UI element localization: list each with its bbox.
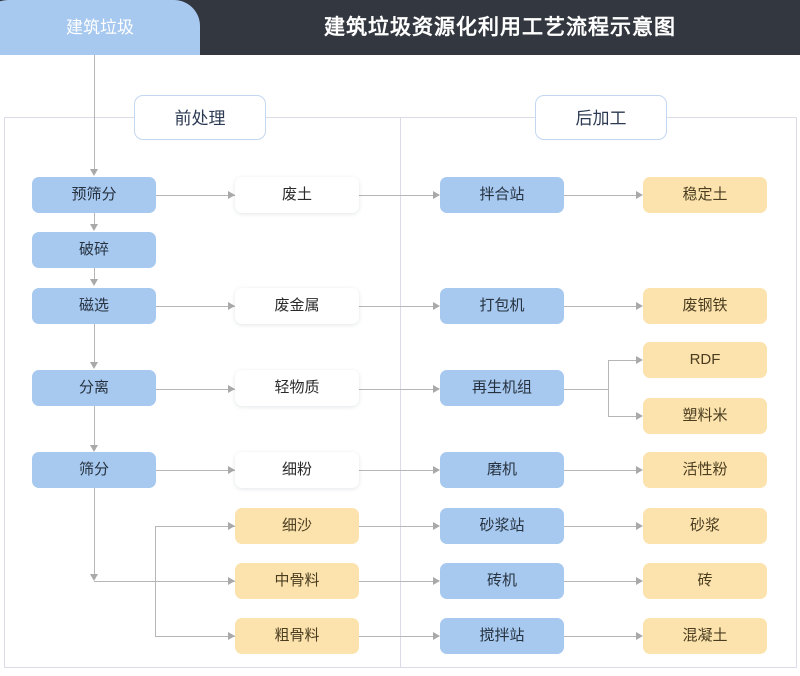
node-mortar[interactable]: 砂浆 [643,508,767,544]
arrowhead-mill-to-activepowder [636,466,643,474]
arrowhead-to-midagg [228,577,235,585]
edge-crush-to-magnetic [94,268,95,279]
node-fine-powder[interactable]: 细粉 [235,452,359,488]
edge-wastemetal-to-baler [359,306,435,307]
node-fine-sand[interactable]: 细沙 [235,508,359,544]
edge-lightmatter-to-regenunit [359,389,435,390]
edge-coarseagg-to-batchplant [359,636,435,637]
arrowhead-separate-to-lightmatter [228,385,235,393]
arrowhead-midagg-to-brickmachine [433,577,440,585]
source-tab: 建筑垃圾 [0,0,200,55]
node-waste-soil[interactable]: 废土 [235,177,359,213]
arrowhead-finepowder-to-mill [433,466,440,474]
section-label-pretreatment: 前处理 [134,95,266,140]
arrowhead-wastemetal-to-baler [433,302,440,310]
edge-regenunit-branch-vertical [608,360,609,417]
edge-aggregate-trunk-vertical [155,526,156,636]
edge-finesand-to-mortarplant [359,526,435,527]
edge-aggregate-trunk-horizontal [94,581,235,582]
node-light-matter[interactable]: 轻物质 [235,370,359,406]
arrowhead-magnetic-to-wastemetal [228,302,235,310]
arrowhead-prescreen-to-wastesoil [228,191,235,199]
node-batching-plant[interactable]: 搅拌站 [440,618,564,654]
edge-mixstation-to-stablesoil [564,195,639,196]
edge-baler-to-scrapsteel [564,306,639,307]
node-brick-machine[interactable]: 砖机 [440,563,564,599]
node-scrap-steel[interactable]: 废钢铁 [643,288,767,324]
arrowhead-to-finesand [228,522,235,530]
frame-right-edge [796,117,797,668]
node-mill[interactable]: 磨机 [440,452,564,488]
edge-trunk-to-coarseagg [155,636,235,637]
edge-midagg-to-brickmachine [359,581,435,582]
edge-screen-to-finepowder [156,470,235,471]
edge-magnetic-to-separate [94,323,95,362]
edge-source-to-prescreen [94,55,95,169]
node-mid-aggregate[interactable]: 中骨料 [235,563,359,599]
arrowhead-finesand-to-mortarplant [433,522,440,530]
edge-prescreen-to-crush [94,213,95,224]
arrowhead-batchplant-to-concrete [636,632,643,640]
node-stabilized-soil[interactable]: 稳定土 [643,177,767,213]
edge-wastesoil-to-mixstation [359,195,435,196]
node-plastic-pellet[interactable]: 塑料米 [643,398,767,434]
node-regeneration-unit[interactable]: 再生机组 [440,370,564,406]
edge-regenunit-to-rdf [608,360,639,361]
node-screening[interactable]: 筛分 [32,452,156,488]
edge-batchplant-to-concrete [564,636,639,637]
edge-separate-to-lightmatter [156,389,235,390]
edge-prescreen-to-wastesoil [156,195,235,196]
edge-regenunit-stem [564,389,609,390]
arrowhead-brickmachine-to-brick [636,577,643,585]
node-separation[interactable]: 分离 [32,370,156,406]
section-label-postprocess: 后加工 [535,95,667,140]
node-concrete[interactable]: 混凝土 [643,618,767,654]
node-pre-screen[interactable]: 预筛分 [32,177,156,213]
frame-left-edge [4,117,5,668]
frame-bottom-edge [4,667,797,668]
edge-finepowder-to-mill [359,470,435,471]
node-waste-metal[interactable]: 废金属 [235,288,359,324]
arrowhead-separate-to-screen [90,445,98,452]
edge-mill-to-activepowder [564,470,639,471]
node-magnetic-separation[interactable]: 磁选 [32,288,156,324]
edge-screen-down [94,488,95,574]
arrowhead-magnetic-to-separate [90,362,98,369]
arrowhead-mixstation-to-stablesoil [636,191,643,199]
arrowhead-screen-down [90,574,98,581]
edge-separate-to-screen [94,406,95,445]
section-divider-vertical [400,117,401,668]
arrowhead-lightmatter-to-regenunit [433,385,440,393]
edge-magnetic-to-wastemetal [156,306,235,307]
arrowhead-screen-to-finepowder [228,466,235,474]
source-tab-label: 建筑垃圾 [66,18,134,37]
edge-trunk-to-finesand [155,526,235,527]
arrowhead-baler-to-scrapsteel [636,302,643,310]
node-rdf[interactable]: RDF [643,342,767,378]
arrowhead-crush-to-magnetic [90,279,98,286]
arrowhead-regenunit-to-plasticpellet [636,412,643,420]
node-coarse-aggregate[interactable]: 粗骨料 [235,618,359,654]
node-brick[interactable]: 砖 [643,563,767,599]
node-mixing-station[interactable]: 拌合站 [440,177,564,213]
arrowhead-prescreen-to-crush [90,224,98,231]
node-baler[interactable]: 打包机 [440,288,564,324]
arrowhead-mortarplant-to-mortar [636,522,643,530]
edge-regenunit-to-plasticpellet [608,416,639,417]
arrowhead-wastesoil-to-mixstation [433,191,440,199]
page-title: 建筑垃圾资源化利用工艺流程示意图 [324,16,676,39]
arrowhead-source-to-prescreen [90,169,98,176]
edge-mortarplant-to-mortar [564,526,639,527]
node-active-powder[interactable]: 活性粉 [643,452,767,488]
arrowhead-coarseagg-to-batchplant [433,632,440,640]
node-mortar-plant[interactable]: 砂浆站 [440,508,564,544]
arrowhead-regenunit-to-rdf [636,356,643,364]
arrowhead-to-coarseagg [228,632,235,640]
node-crush[interactable]: 破碎 [32,232,156,268]
edge-brickmachine-to-brick [564,581,639,582]
